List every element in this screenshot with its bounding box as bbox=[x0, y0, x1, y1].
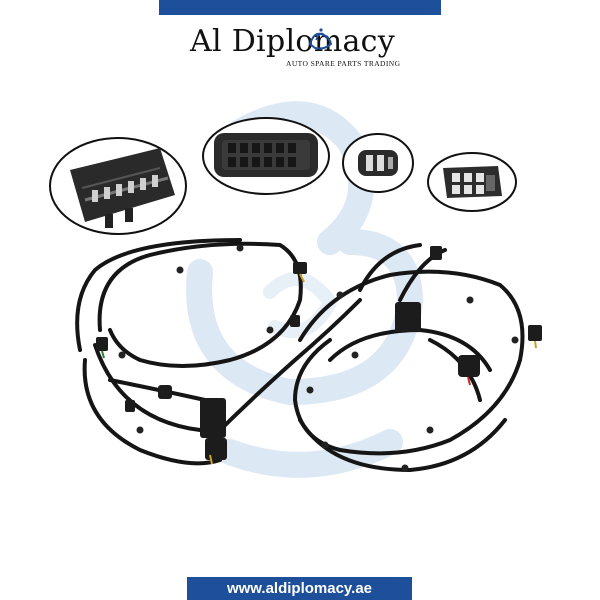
connector-6pin-icon bbox=[427, 152, 517, 212]
brand-header: Al Diplomacy AUTO SPARE PARTS TRADING bbox=[0, 22, 600, 72]
calligraphy-watermark-icon bbox=[186, 101, 424, 478]
arabic-calligraphy-logo-icon bbox=[308, 28, 333, 50]
top-accent-bar bbox=[159, 0, 441, 15]
website-url[interactable]: www.aldiplomacy.ae bbox=[187, 577, 412, 600]
connector-16pin-icon bbox=[202, 117, 330, 195]
brand-tagline: AUTO SPARE PARTS TRADING bbox=[286, 59, 401, 68]
connector-large-icon bbox=[49, 137, 187, 235]
connector-3pin-icon bbox=[342, 133, 414, 193]
brand-name: Al Diplomacy bbox=[190, 24, 395, 59]
